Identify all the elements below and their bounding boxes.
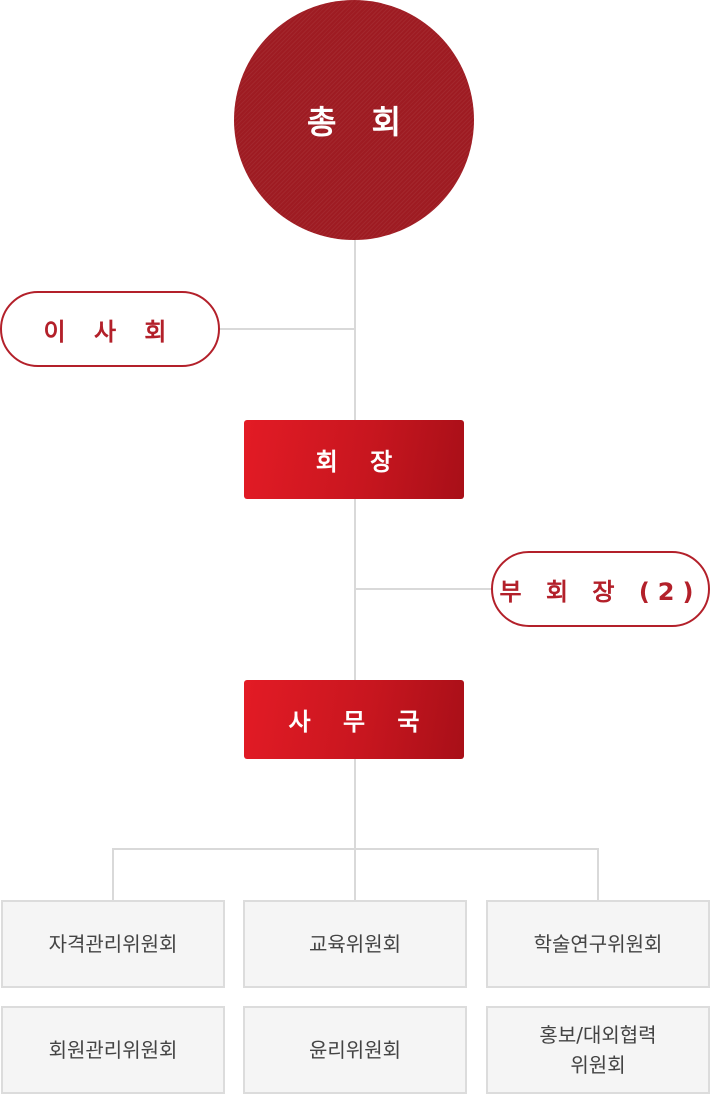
connector-committee-right (597, 848, 599, 900)
president-node: 회 장 (244, 420, 464, 499)
committee-label: 윤리위원회 (309, 1038, 401, 1062)
committee-label: 회원관리위원회 (48, 1038, 178, 1062)
connector-committee-left (112, 848, 114, 900)
committee-label: 홍보/대외협력 위원회 (539, 1023, 657, 1077)
committee-label: 교육위원회 (309, 932, 401, 956)
secretariat-label: 사 무 국 (288, 708, 432, 736)
committee-research: 학술연구위원회 (486, 900, 710, 988)
general-assembly-label: 총 회 (306, 103, 414, 141)
board-node: 이 사 회 (0, 291, 220, 367)
general-assembly-node: 총 회 (234, 0, 474, 240)
connector-secretariat-down (354, 758, 356, 900)
president-label: 회 장 (315, 448, 405, 476)
connector-vice-president (354, 588, 492, 590)
committee-pr-external: 홍보/대외협력 위원회 (486, 1006, 710, 1094)
connector-board (218, 328, 356, 330)
vice-president-label: 부 회 장 (2) (499, 577, 702, 606)
committee-education: 교육위원회 (243, 900, 467, 988)
secretariat-node: 사 무 국 (244, 680, 464, 759)
vice-president-node: 부 회 장 (2) (491, 551, 710, 627)
committee-ethics: 윤리위원회 (243, 1006, 467, 1094)
committee-membership: 회원관리위원회 (1, 1006, 225, 1094)
committee-label: 학술연구위원회 (533, 932, 663, 956)
committee-label: 자격관리위원회 (48, 932, 178, 956)
committee-qualification: 자격관리위원회 (1, 900, 225, 988)
board-label: 이 사 회 (43, 317, 177, 346)
connector-committees-horizontal (112, 848, 599, 850)
